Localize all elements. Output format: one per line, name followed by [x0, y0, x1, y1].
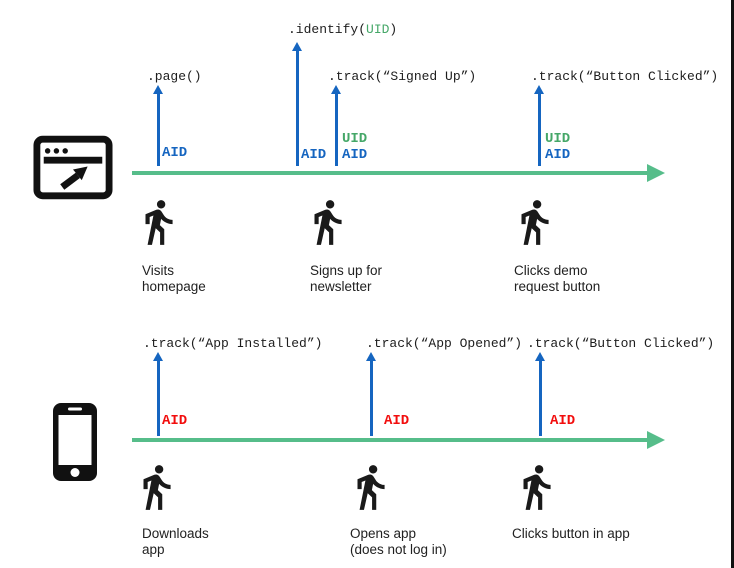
mobile-timeline-arrow — [132, 431, 665, 449]
id-badge-aid: AID — [550, 413, 576, 429]
walking-person-icon — [357, 465, 385, 510]
actor-label-line: Clicks button in app — [512, 526, 630, 541]
event-arrow-app-opened — [366, 352, 376, 436]
actor-label-visits-homepage: Visits homepage — [142, 263, 206, 296]
code-identify-uid-arg: UID — [366, 22, 390, 37]
screenshot-right-border — [731, 0, 734, 568]
walking-person-icon — [521, 200, 549, 245]
actor-label-downloads-app: Downloads app — [142, 526, 209, 559]
id-badge-aid: AID — [545, 147, 571, 163]
actor-label-line: homepage — [142, 279, 206, 295]
code-label-page: .page() — [147, 69, 202, 84]
actor-label-line: Downloads — [142, 526, 209, 541]
event-arrow-identify — [292, 42, 302, 166]
code-label-mobile-button-clicked: .track(“Button Clicked”) — [527, 336, 715, 351]
code-identify-prefix: .identify( — [288, 22, 367, 37]
smartphone-icon — [53, 403, 97, 481]
code-label-signed-up: .track(“Signed Up”) — [328, 69, 477, 84]
id-badge-aid: AID — [301, 147, 327, 163]
code-label-web-button-clicked: .track(“Button Clicked”) — [531, 69, 719, 84]
code-label-identify: .identify(UID) — [288, 22, 398, 38]
walking-person-icon — [523, 465, 551, 510]
walking-person-icon — [314, 200, 342, 245]
event-arrow-mobile-button-clicked — [535, 352, 545, 436]
web-timeline-arrow — [132, 164, 665, 182]
event-arrow-app-installed — [153, 352, 163, 436]
actor-label-line: Signs up for — [310, 263, 383, 278]
id-badge-aid: AID — [342, 147, 368, 163]
browser-window-icon — [33, 135, 113, 200]
event-arrow-page — [153, 85, 163, 166]
actor-label-line: Opens app — [350, 526, 417, 541]
id-badge-aid: AID — [162, 145, 188, 161]
actor-label-line: Clicks demo — [514, 263, 588, 278]
id-badge-aid: AID — [162, 413, 188, 429]
code-identify-suffix: ) — [389, 22, 398, 37]
actor-label-line: request button — [514, 279, 601, 295]
actor-label-clicks-demo: Clicks demo request button — [514, 263, 600, 296]
id-badge-aid: AID — [384, 413, 410, 429]
actor-label-line: (does not log in) — [350, 542, 447, 558]
actor-label-line: newsletter — [310, 279, 372, 295]
walking-person-icon — [145, 200, 173, 245]
code-label-app-opened: .track(“App Opened”) — [366, 336, 523, 351]
actor-label-line: app — [142, 542, 165, 558]
event-arrow-web-button-clicked — [534, 85, 544, 166]
walking-person-icon — [143, 465, 171, 510]
actor-label-signs-up: Signs up for newsletter — [310, 263, 382, 296]
actor-label-clicks-button-in-app: Clicks button in app — [512, 526, 630, 542]
code-label-app-installed: .track(“App Installed”) — [143, 336, 323, 351]
id-badge-uid: UID — [342, 131, 368, 147]
id-badge-uid: UID — [545, 131, 571, 147]
actor-label-opens-app: Opens app (does not log in) — [350, 526, 447, 559]
actor-label-line: Visits — [142, 263, 175, 278]
event-arrow-signed-up — [331, 85, 341, 166]
